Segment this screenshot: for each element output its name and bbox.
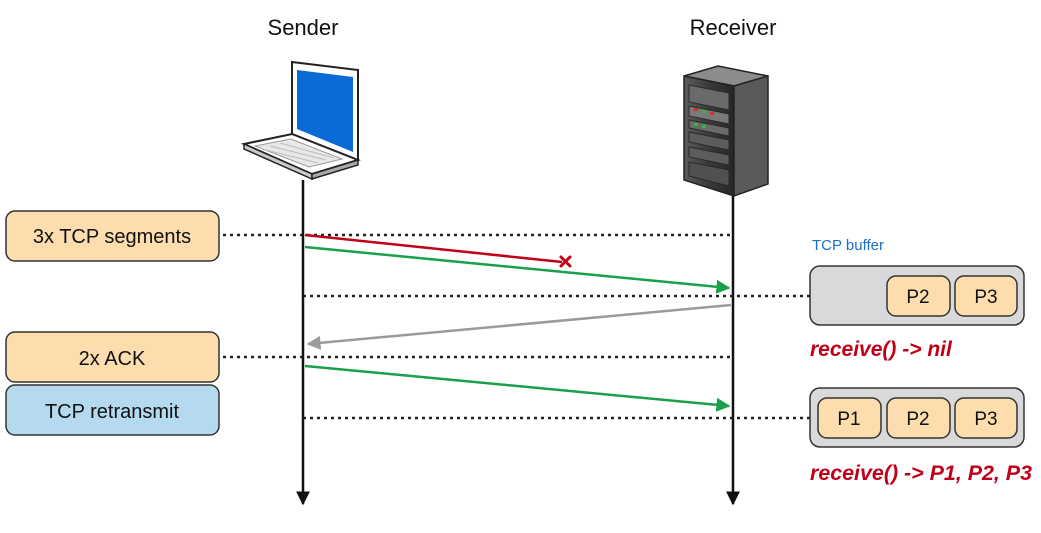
segments-box-label: 3x TCP segments — [33, 226, 191, 248]
retransmit-arrow — [304, 364, 731, 412]
buffer-packet: P1 — [817, 397, 882, 439]
ack-box: 2x ACK — [5, 331, 220, 383]
x-mark-icon — [559, 255, 572, 268]
tcp-buffer-caption: TCP buffer — [812, 237, 884, 254]
buffer-packet-label: P3 — [974, 409, 997, 430]
second-receive-result: receive() -> P1, P2, P3 — [810, 462, 1032, 485]
buffer-packet-label: P2 — [906, 409, 929, 430]
buffer-packet-label: P1 — [837, 409, 860, 430]
tcp-buffer-first: P2 P3 — [809, 265, 1025, 326]
lost-segment-arrow — [304, 233, 563, 264]
first-receive-result: receive() -> nil — [810, 338, 953, 361]
laptop-icon — [240, 60, 362, 181]
buffer-packet-label: P2 — [906, 287, 929, 308]
retransmit-box: TCP retransmit — [5, 384, 220, 436]
buffer-packet: P2 — [886, 397, 951, 439]
retransmit-box-label: TCP retransmit — [45, 401, 180, 423]
buffer-packet: P2 — [886, 275, 951, 317]
ack-arrow — [306, 303, 732, 350]
event-guides — [223, 233, 810, 420]
receiver-title: Receiver — [690, 15, 777, 40]
delivered-segments-arrow — [304, 245, 731, 294]
buffer-packet-label: P3 — [974, 287, 997, 308]
segments-box: 3x TCP segments — [5, 210, 220, 262]
sender-title: Sender — [268, 15, 339, 40]
ack-box-label: 2x ACK — [79, 348, 146, 370]
server-tower-icon — [683, 65, 769, 198]
buffer-packet: P3 — [954, 397, 1018, 439]
tcp-buffer-second: P1 P2 P3 — [809, 387, 1025, 448]
buffer-packet: P3 — [954, 275, 1018, 317]
